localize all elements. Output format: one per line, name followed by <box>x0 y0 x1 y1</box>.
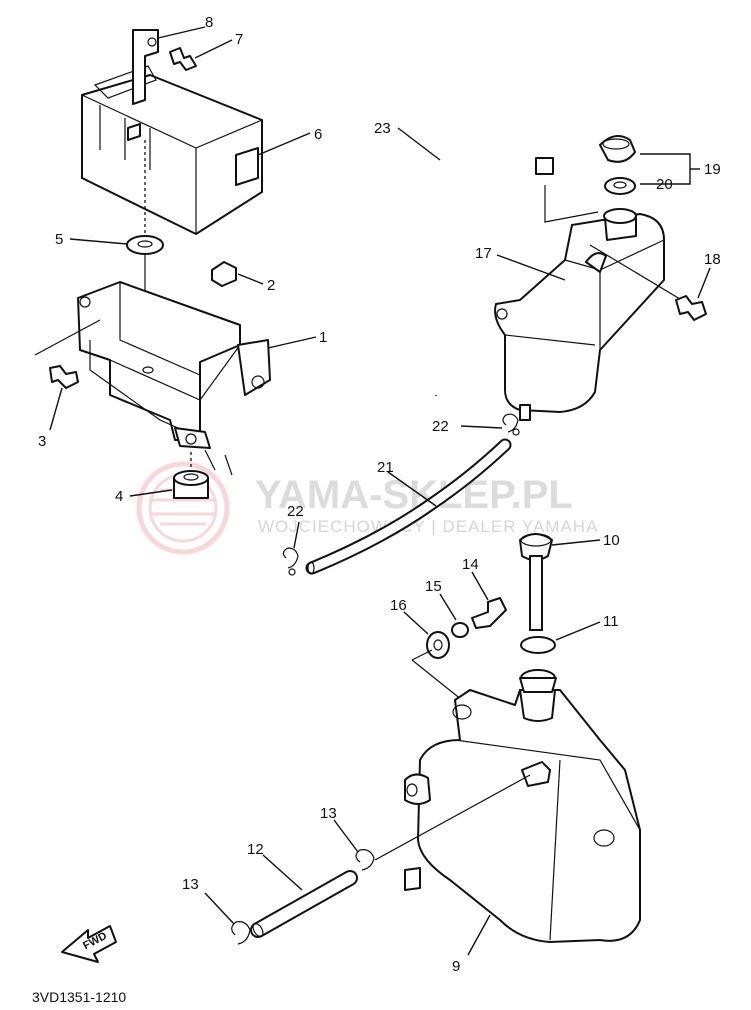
hose-part-12 <box>250 870 358 938</box>
callout-22-lower: 22 <box>287 503 304 520</box>
hose-clip-part-13-right <box>355 849 375 871</box>
hose-part-21 <box>305 438 512 575</box>
diagram-code: 3VD1351-1210 <box>32 989 126 1005</box>
callout-6: 6 <box>314 126 322 143</box>
callout-17: 17 <box>475 245 492 262</box>
clip-part-2 <box>211 261 237 287</box>
callout-16: 16 <box>390 597 407 614</box>
callouts: 8 7 6 5 2 1 3 4 23 17 18 19 20 22 22 21 … <box>38 14 721 975</box>
callout-18: 18 <box>704 251 721 268</box>
callout-3: 3 <box>38 433 46 450</box>
callout-14: 14 <box>462 556 479 573</box>
callout-23: 23 <box>374 120 391 137</box>
fwd-arrow-icon: FWD <box>61 925 117 963</box>
callout-1: 1 <box>319 329 327 346</box>
reservoir-tank-part-17 <box>494 208 665 421</box>
o-ring-part-11 <box>520 636 556 654</box>
bolt-part-18 <box>675 295 707 321</box>
callout-20: 20 <box>656 176 673 193</box>
leader-lines <box>49 26 711 956</box>
cap-part-19 <box>599 135 636 163</box>
grommet-part-4 <box>173 470 209 499</box>
washer-part-20 <box>604 177 636 195</box>
battery-cover-part <box>81 65 263 235</box>
callout-9: 9 <box>452 958 460 975</box>
hose-clip-part-22-upper <box>502 413 520 436</box>
bracket-part-8 <box>132 29 159 105</box>
bolt-part-14 <box>471 597 507 629</box>
bolt-part-3 <box>49 365 79 389</box>
callout-19: 19 <box>704 161 721 178</box>
callout-7: 7 <box>235 31 243 48</box>
callout-15: 15 <box>425 578 442 595</box>
callout-22-upper: 22 <box>432 418 449 435</box>
callout-11: 11 <box>603 613 619 630</box>
hose-clip-part-22-lower <box>282 547 299 576</box>
grommet-part-16 <box>426 631 450 659</box>
callout-10: 10 <box>603 532 620 549</box>
watermark-subtitle: WOJCIECHOWSCY | DEALER YAMAHA <box>258 517 598 536</box>
callout-2: 2 <box>267 277 275 294</box>
grommet-part-5 <box>126 235 164 255</box>
collar-part-15 <box>451 622 469 638</box>
hose-clip-part-13-left <box>231 921 251 945</box>
callout-13-left: 13 <box>182 876 199 893</box>
callout-21: 21 <box>377 459 394 476</box>
bolt-part-7 <box>169 47 197 71</box>
callout-5: 5 <box>55 231 63 248</box>
callout-8: 8 <box>205 14 213 31</box>
oil-tank-part-9 <box>404 669 641 943</box>
dipstick-cap-part-10 <box>519 533 553 631</box>
callout-13-right: 13 <box>320 805 337 822</box>
breather-hose-part-23 <box>433 110 554 396</box>
battery-tray-part-1 <box>77 281 271 476</box>
callout-4: 4 <box>115 488 123 505</box>
callout-12: 12 <box>247 841 264 858</box>
